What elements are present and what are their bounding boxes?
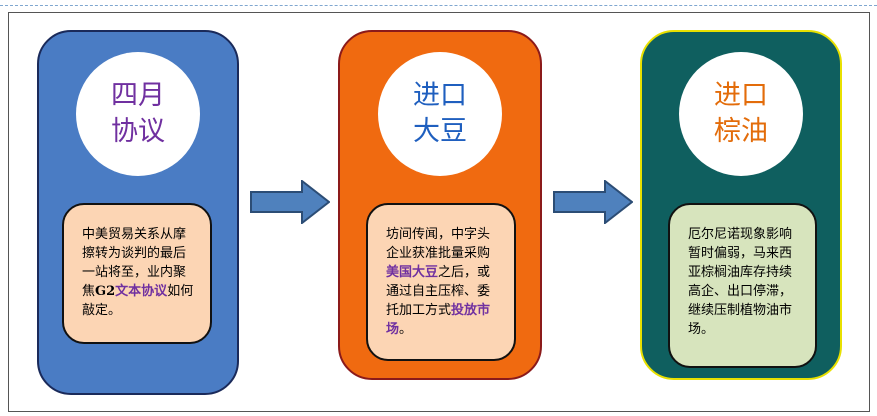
desc-highlight: 文本协议 <box>115 284 168 299</box>
desc-text: 厄尔尼诺现象影响暂时偏弱，马来西亚棕榈油库存持续高企、出口停滞，继续压制植物油市… <box>688 227 793 337</box>
desc-text: 。 <box>399 322 413 337</box>
title-line: 进口 <box>714 80 768 111</box>
desc-text: 坊间传闻，中字头企业获准批量采购 <box>386 227 491 261</box>
desc-highlight: 投放市场 <box>386 303 491 337</box>
title-line: 大豆 <box>413 116 467 147</box>
top-dashed-divider <box>0 5 877 6</box>
right-arrow-icon <box>553 180 633 224</box>
stage-card-imported-soybeans: 进口 大豆 坊间传闻，中字头企业获准批量采购美国大豆之后，或通过自主压榨、委托加… <box>338 30 542 380</box>
desc-text: 中美贸易关系从摩擦转为谈判的最后一站将至，业内聚焦 <box>82 227 187 299</box>
stage-description: 中美贸易关系从摩擦转为谈判的最后一站将至，业内聚焦G2文本协议如何敲定。 <box>62 203 212 344</box>
stage-title-circle: 进口 大豆 <box>378 52 502 176</box>
desc-text: 之后，或通过自主压榨、委托加工方式 <box>386 265 491 318</box>
title-line: 棕油 <box>714 116 768 147</box>
title-line: 四月 <box>111 80 165 111</box>
stage-description: 厄尔尼诺现象影响暂时偏弱，马来西亚棕榈油库存持续高企、出口停滞，继续压制植物油市… <box>668 203 817 368</box>
stage-card-imported-palm-oil: 进口 棕油 厄尔尼诺现象影响暂时偏弱，马来西亚棕榈油库存持续高企、出口停滞，继续… <box>640 30 842 380</box>
title-line: 进口 <box>413 80 467 111</box>
stage-title-circle: 四月 协议 <box>76 52 200 176</box>
stage-description: 坊间传闻，中字头企业获准批量采购美国大豆之后，或通过自主压榨、委托加工方式投放市… <box>366 203 516 361</box>
diagram-frame <box>8 12 870 412</box>
title-line: 协议 <box>111 116 165 147</box>
stage-card-april-agreement: 四月 协议 中美贸易关系从摩擦转为谈判的最后一站将至，业内聚焦G2文本协议如何敲… <box>37 30 239 395</box>
desc-highlight: 美国大豆 <box>386 265 439 280</box>
desc-text: 如何敲定。 <box>82 284 194 318</box>
desc-text-g2: G2 <box>95 284 116 299</box>
right-arrow-icon <box>250 180 330 224</box>
stage-title-circle: 进口 棕油 <box>679 52 803 176</box>
